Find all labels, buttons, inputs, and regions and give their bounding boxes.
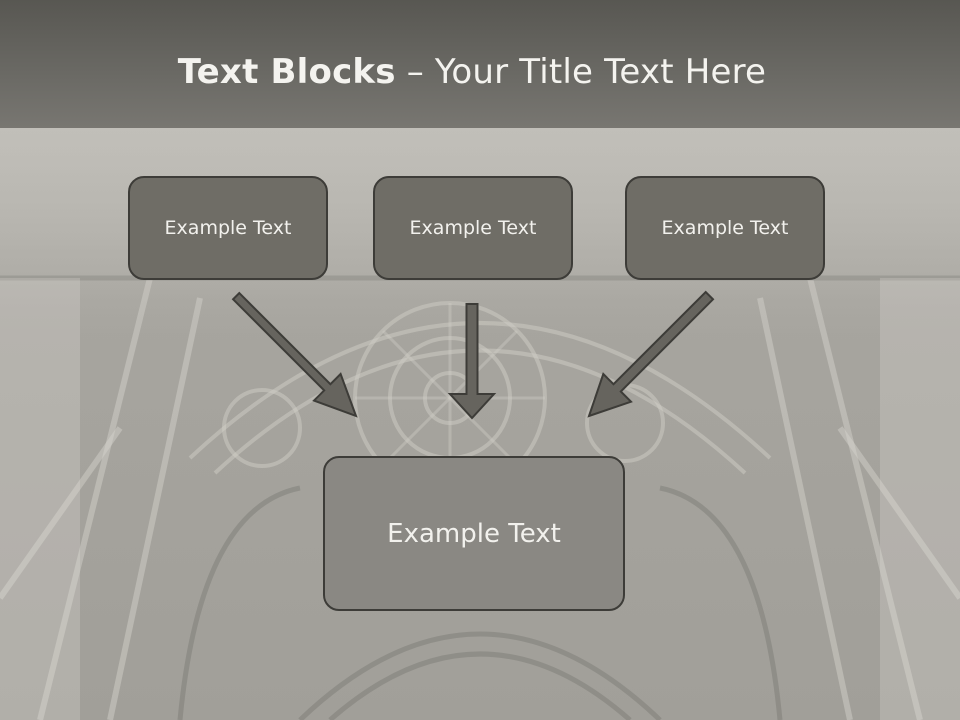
slide-title: Text Blocks – Your Title Text Here (0, 52, 944, 92)
text-block-top-left-label: Example Text (164, 217, 292, 239)
header-band (0, 0, 960, 140)
text-block-top-right-label: Example Text (661, 217, 789, 239)
text-block-bottom-label: Example Text (387, 518, 561, 549)
title-bold-part: Text Blocks (177, 52, 396, 92)
arrow-top-center-to-bottom (447, 303, 497, 420)
arrow-top-right-to-bottom (587, 290, 715, 418)
text-block-top-center-label: Example Text (409, 217, 537, 239)
text-block-top-left[interactable]: Example Text (128, 176, 328, 280)
title-dash: – (395, 52, 435, 92)
text-block-top-right[interactable]: Example Text (625, 176, 825, 280)
arrow-top-left-to-bottom (231, 291, 358, 418)
title-rest: Your Title Text Here (434, 52, 767, 92)
text-block-bottom[interactable]: Example Text (323, 456, 625, 611)
text-block-top-center[interactable]: Example Text (373, 176, 573, 280)
